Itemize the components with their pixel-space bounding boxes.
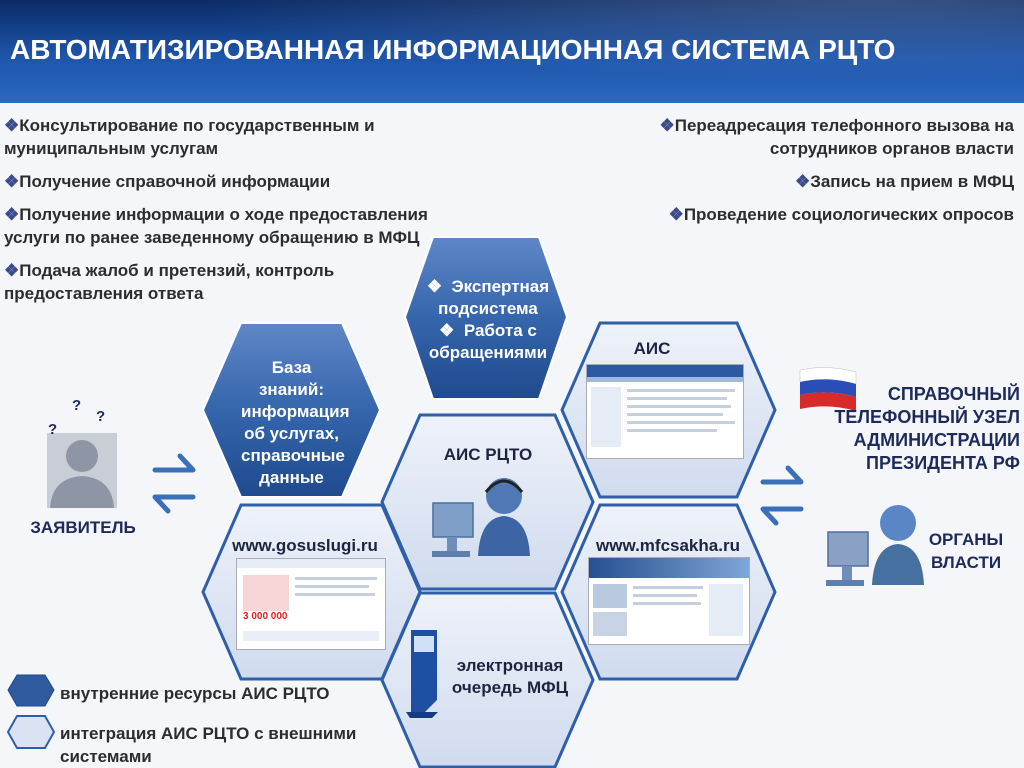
hex-expert [403,236,569,400]
list-item: ❖Переадресация телефонного вызова на сот… [659,116,1014,158]
gosuslugi-screenshot: 3 000 000 [236,558,386,650]
russian-flag-icon [799,367,857,411]
help-line-label: СПРАВОЧНЫЙ ТЕЛЕФОННЫЙ УЗЕЛ АДМИНИСТРАЦИИ… [834,384,1020,473]
legend-light-hex [6,715,56,749]
question-mark-icon: ? [48,421,57,438]
header-banner [0,0,1024,103]
mfcsakha-screenshot [588,557,750,645]
list-item: ❖Консультирование по государственным и м… [4,116,375,158]
exchange-arrows-icon [760,465,804,526]
official-computer-icon [826,505,924,586]
hex-expert-label: ❖ Экспертная подсистема ❖ Работа с обращ… [426,277,550,362]
list-item: ❖Запись на прием в МФЦ [794,172,1014,191]
ais-mfc-screenshot [586,364,744,459]
applicant-label: ЗАЯВИТЕЛЬ [30,518,136,537]
applicant-icon [47,433,117,508]
hex-ais-rcto-label: АИС РЦТО [443,445,533,464]
hex-gosuslugi-label[interactable]: www.gosuslugi.ru [232,536,378,555]
hex-knowledge-label: База знаний: информация об услугах, спра… [241,358,350,487]
legend-internal-label: внутренние ресурсы АИС РЦТО [60,684,330,703]
list-item: ❖Получение справочной информации [4,172,331,191]
question-mark-icon: ? [72,397,81,414]
legend-dark-hex [7,674,55,707]
operator-computer-icon [432,478,530,557]
exchange-arrows-icon [152,453,196,514]
queue-kiosk-icon [406,630,438,718]
services-right-list: ❖Переадресация телефонного вызова на сот… [574,114,1014,236]
legend-integration-label: интеграция АИС РЦТО с внешними системами [60,724,357,766]
services-left-list: ❖Консультирование по государственным и м… [4,114,444,315]
gosuslugi-counter: 3 000 000 [243,611,288,622]
question-mark-icon: ? [96,408,105,425]
list-item: ❖Проведение социологических опросов [668,205,1014,224]
page-title: АВТОМАТИЗИРОВАННАЯ ИНФОРМАЦИОННАЯ СИСТЕМ… [10,34,896,65]
hex-knowledge [201,322,382,498]
list-item: ❖Получение информации о ходе предоставле… [4,205,428,247]
hex-mfcsakha-label[interactable]: www.mfcsakha.ru [596,536,740,555]
list-item: ❖Подача жалоб и претензий, контроль пред… [4,261,335,303]
hex-queue-label: электронная очередь МФЦ [451,656,569,697]
authorities-label: ОРГАНЫ ВЛАСТИ [928,530,1004,572]
